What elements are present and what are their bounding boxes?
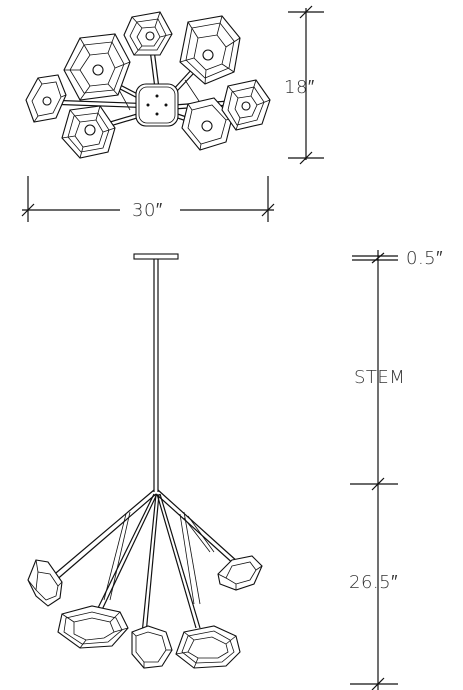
- dim-top-height: [288, 5, 324, 165]
- top-shade-top: [123, 11, 173, 56]
- side-view: [27, 253, 263, 669]
- side-shade-bottom-right: [175, 625, 241, 669]
- side-stem: [153, 259, 159, 492]
- top-shade-right: [221, 79, 271, 131]
- dim-top-width-label: 30″: [132, 200, 163, 221]
- dim-top-height-label: 18″: [284, 77, 315, 98]
- side-arms: [49, 489, 239, 635]
- dim-top-width: [21, 176, 275, 222]
- dim-stem-label: STEM: [354, 367, 405, 388]
- top-shade-lower-right: [181, 97, 233, 151]
- side-shade-bottom-left: [57, 605, 129, 649]
- side-canopy: [133, 253, 179, 260]
- side-shade-bottom-center: [131, 625, 173, 669]
- top-canopy-hub: [135, 83, 179, 127]
- dim-body-height-label: 26.5″: [349, 572, 398, 593]
- top-view: [25, 11, 271, 159]
- side-shade-right: [217, 555, 263, 591]
- side-shade-left: [27, 559, 63, 607]
- top-shade-far-left: [25, 74, 67, 123]
- top-shade-upper-right: [179, 15, 241, 85]
- top-shade-upper-left: [63, 33, 131, 101]
- dim-side-vertical: [350, 250, 398, 690]
- top-shade-lower-left: [61, 105, 116, 159]
- dim-canopy-label: 0.5″: [406, 248, 443, 269]
